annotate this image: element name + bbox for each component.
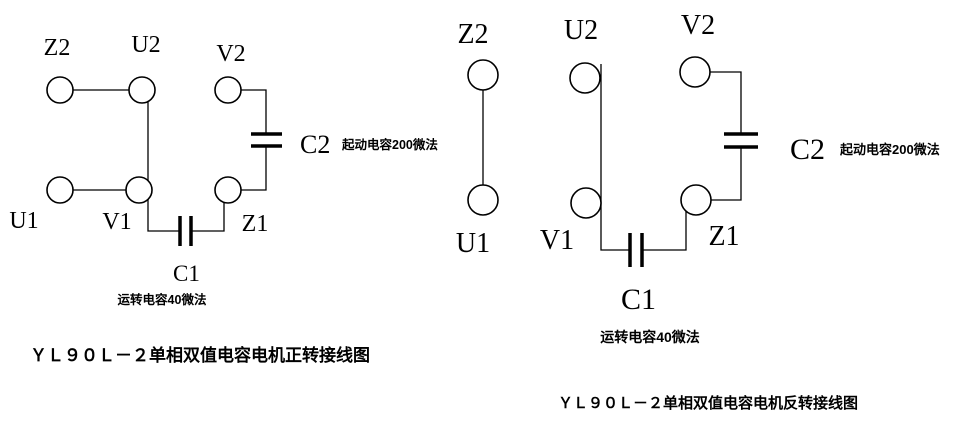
terminal-z1-label: Z1	[708, 221, 739, 252]
capacitor-c2-desc: 起动电容200微法	[341, 137, 438, 152]
terminal-v1-label: V1	[102, 209, 131, 235]
wire-u2-v1-to-c1	[600, 64, 630, 251]
terminal-v2	[214, 76, 242, 104]
capacitor-c2-label: C2	[790, 133, 825, 166]
wire-c2-to-z1	[241, 146, 267, 191]
capacitor-c1-desc: 运转电容40微法	[118, 292, 207, 307]
forward-diagram-caption: ＹＬ９０Ｌ－２单相双值电容电机正转接线图	[30, 345, 370, 365]
terminal-v1	[125, 176, 153, 204]
terminal-z1	[680, 184, 712, 216]
terminal-u2-label: U2	[131, 32, 160, 58]
terminal-u1	[467, 184, 499, 216]
wire-c1-to-z1	[642, 211, 687, 251]
terminal-v1-label: V1	[540, 225, 574, 256]
terminal-u1-label: U1	[456, 228, 490, 259]
terminal-v1	[570, 187, 602, 219]
wire-c1-to-z1	[191, 201, 225, 232]
terminal-z2	[46, 76, 74, 104]
terminal-v2-label: V2	[216, 41, 245, 67]
terminal-u2-label: U2	[564, 15, 598, 46]
capacitor-c1-label: C1	[173, 261, 200, 286]
wire-v2-to-c2	[710, 71, 742, 134]
capacitor-c2-desc: 起动电容200微法	[839, 142, 940, 157]
capacitor-c1-label: C1	[621, 283, 656, 316]
capacitor-c2-label: C2	[300, 130, 330, 159]
terminal-v2	[679, 56, 711, 88]
wire-c2-to-z1	[711, 147, 742, 201]
wire-v2-to-c2	[241, 89, 267, 134]
terminal-u1	[46, 176, 74, 204]
terminal-v2-label: V2	[681, 10, 715, 41]
terminal-z2-label: Z2	[44, 35, 71, 61]
terminal-z1	[214, 176, 242, 204]
terminal-u1-label: U1	[9, 208, 38, 234]
terminal-z2	[467, 59, 499, 91]
terminal-z2-label: Z2	[457, 19, 488, 50]
forward-wiring-diagram: Z2 U2 V2 U1 V1 Z1 C2 起动电容200微法 C1 运转电容40…	[9, 32, 438, 365]
wire-u2-v1-to-c1	[147, 96, 180, 232]
reverse-wiring-diagram: Z2 U2 V2 U1 V1 Z1 C2 起动电容200微法 C1 运转电容40…	[456, 10, 940, 412]
capacitor-c1-desc: 运转电容40微法	[600, 329, 700, 345]
terminal-u2	[569, 62, 601, 94]
terminal-u2	[128, 76, 156, 104]
reverse-diagram-caption: ＹＬ９０Ｌ－２单相双值电容电机反转接线图	[558, 394, 858, 412]
terminal-z1-label: Z1	[242, 211, 269, 237]
